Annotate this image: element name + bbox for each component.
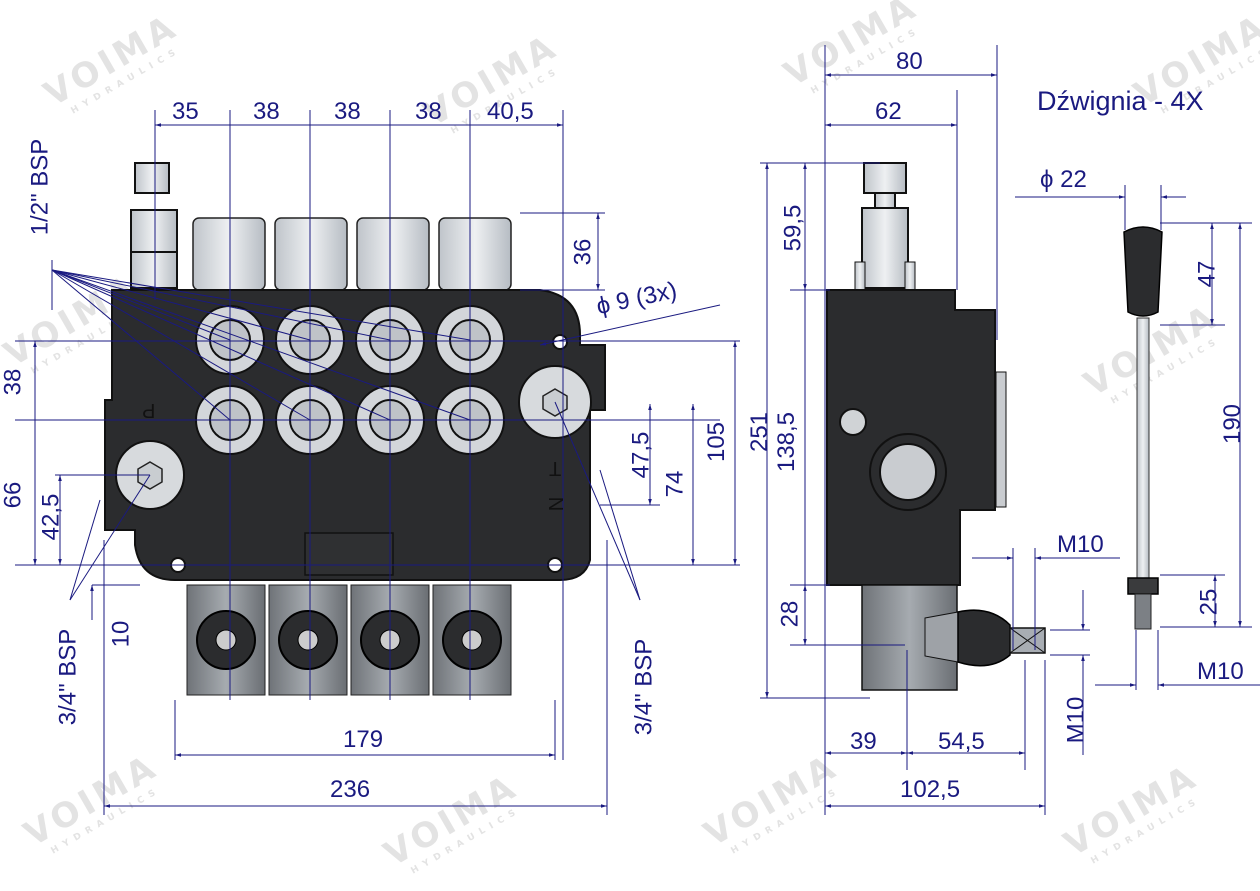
side-view bbox=[760, 45, 1120, 815]
dim-m10-top: M10 bbox=[1057, 531, 1104, 558]
dim-74: 74 bbox=[661, 470, 689, 498]
dim-38-b: 38 bbox=[334, 98, 361, 125]
front-view bbox=[15, 110, 740, 815]
dim-190: 190 bbox=[1219, 403, 1247, 445]
dim-42-5: 42,5 bbox=[37, 493, 65, 541]
lever-dimension-lines bbox=[1015, 185, 1260, 690]
dim-10: 10 bbox=[107, 620, 135, 648]
lever-title: Dźwignia - 4X bbox=[1037, 86, 1204, 116]
label-three-quarter-bsp-right: 3/4" BSP bbox=[630, 638, 658, 736]
dim-38-c: 38 bbox=[415, 98, 442, 125]
dim-38-left: 38 bbox=[0, 368, 27, 396]
dim-28: 28 bbox=[776, 600, 804, 628]
dim-35: 35 bbox=[172, 98, 199, 125]
dim-47-5: 47,5 bbox=[627, 431, 655, 479]
dim-236: 236 bbox=[330, 776, 371, 803]
label-three-quarter-bsp-left: 3/4" BSP bbox=[54, 628, 82, 726]
marking-p: P bbox=[142, 399, 156, 421]
front-dimension-lines bbox=[15, 110, 740, 815]
dim-59-5: 59,5 bbox=[779, 204, 807, 252]
dim-25: 25 bbox=[1195, 588, 1223, 616]
spool-covers-bottom bbox=[186, 584, 512, 696]
inlet-fitting bbox=[130, 162, 178, 289]
dim-80: 80 bbox=[896, 48, 923, 75]
label-half-inch-bsp: 1/2" BSP bbox=[26, 138, 54, 236]
dim-138-5: 138,5 bbox=[773, 411, 801, 473]
marking-n: N bbox=[544, 496, 567, 512]
dim-39: 39 bbox=[850, 728, 877, 755]
boot bbox=[957, 609, 1011, 667]
dim-105: 105 bbox=[703, 421, 731, 463]
dim-54-5: 54,5 bbox=[938, 728, 985, 755]
dim-phi-22: ϕ 22 bbox=[1040, 166, 1087, 193]
nameplate bbox=[304, 532, 394, 576]
dim-40-5: 40,5 bbox=[487, 98, 534, 125]
dim-m10-lever: M10 bbox=[1197, 658, 1244, 685]
dim-62: 62 bbox=[875, 98, 902, 125]
dim-36: 36 bbox=[569, 238, 597, 266]
dim-38-a: 38 bbox=[253, 98, 280, 125]
dim-66: 66 bbox=[0, 481, 27, 509]
lever-drawing bbox=[1015, 185, 1260, 690]
marking-t: T bbox=[549, 457, 562, 479]
dim-47: 47 bbox=[1193, 260, 1221, 288]
spool-caps bbox=[192, 217, 512, 291]
dim-102-5: 102,5 bbox=[900, 776, 961, 803]
dim-179: 179 bbox=[343, 726, 384, 753]
dim-m10-vertical: M10 bbox=[1062, 696, 1090, 744]
side-dimension-lines bbox=[760, 45, 1120, 815]
dim-251: 251 bbox=[746, 411, 774, 453]
